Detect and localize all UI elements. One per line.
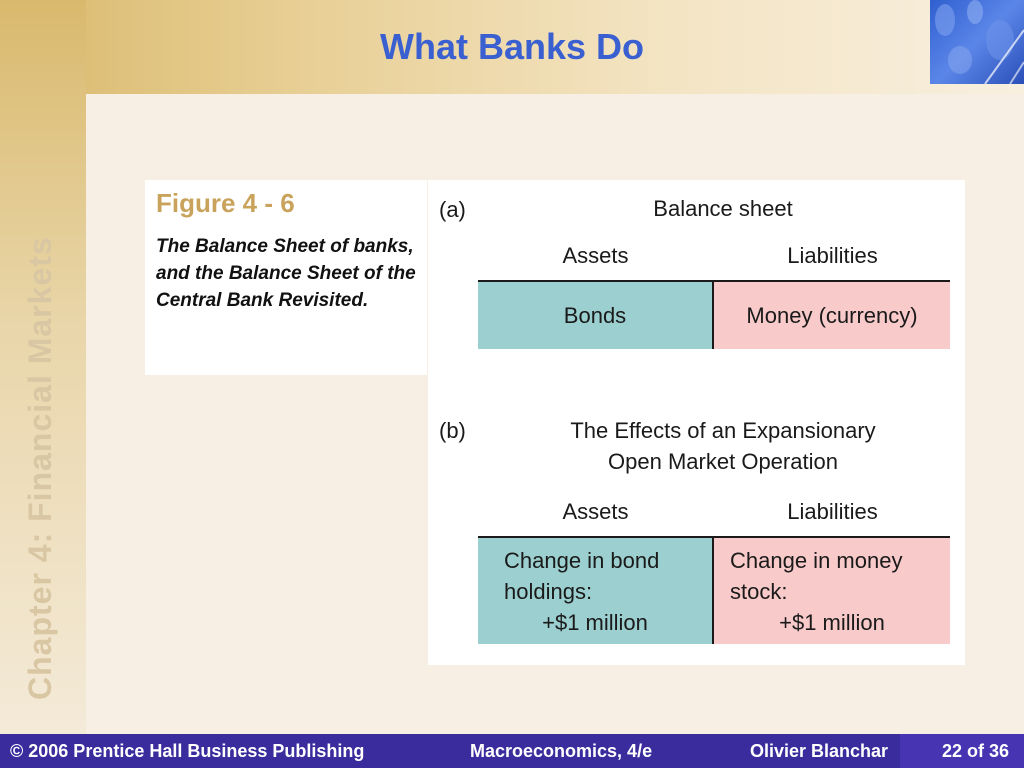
panel-b-assets-line1: Change in bond xyxy=(504,547,660,573)
panel-b-assets-line3: +$1 million xyxy=(542,609,648,635)
panel-b-liabilities-cell: Change in money stock: +$1 million xyxy=(714,538,950,644)
footer-page-number: 22 of 36 xyxy=(942,741,1010,761)
panel-a-liabilities-text: Money (currency) xyxy=(746,303,918,328)
panel-a-assets-cell: Bonds xyxy=(478,282,712,349)
footer-page-box: 22 of 36 xyxy=(900,734,1024,768)
panel-b-divider xyxy=(712,538,714,644)
panel-a-letter: (a) xyxy=(439,197,466,222)
panel-a-heading: Balance sheet xyxy=(653,196,793,221)
figure-caption-box: Figure 4 - 6 The Balance Sheet of banks,… xyxy=(145,180,427,375)
panel-b-liabilities-line3: +$1 million xyxy=(779,609,885,635)
panel-a-liabilities-cell: Money (currency) xyxy=(714,282,950,349)
panel-b-assets-header: Assets xyxy=(562,499,629,524)
header-band xyxy=(0,0,1024,94)
panel-b-liabilities-header: Liabilities xyxy=(787,499,878,524)
footer-book: Macroeconomics, 4/e xyxy=(470,741,653,761)
panel-b-assets-line2: holdings: xyxy=(504,578,593,604)
panel-b-assets-cell: Change in bond holdings: +$1 million xyxy=(478,538,712,644)
panel-b-top-rule xyxy=(478,536,950,538)
panel-a-assets-header: Assets xyxy=(562,243,629,268)
panel-a-divider xyxy=(712,282,714,349)
footer-author: Olivier Blanchar xyxy=(750,741,889,761)
slide-title: What Banks Do xyxy=(379,26,645,67)
chapter-side-title: Chapter 4: Financial Markets xyxy=(22,236,58,700)
footer-publisher: © 2006 Prentice Hall Business Publishing xyxy=(10,741,365,761)
slide-footer: © 2006 Prentice Hall Business Publishing… xyxy=(0,734,1024,768)
panel-b-liabilities-line2: stock: xyxy=(730,578,788,604)
panel-b-liabilities-line1: Change in money xyxy=(730,547,903,573)
panel-b-heading: The Effects of an Expansionary Open Mark… xyxy=(508,415,938,477)
side-band xyxy=(0,0,86,734)
panel-b-heading-line2: Open Market Operation xyxy=(608,449,838,474)
balance-sheet-figure: (a) Balance sheet Assets Liabilities Bon… xyxy=(428,180,965,665)
corner-decoration-icon xyxy=(930,0,1024,84)
panel-b-letter: (b) xyxy=(439,418,466,443)
panel-a-liabilities-header: Liabilities xyxy=(787,243,878,268)
figure-caption: The Balance Sheet of banks, and the Bala… xyxy=(156,236,416,311)
panel-a-top-rule xyxy=(478,280,950,282)
figure-label: Figure 4 - 6 xyxy=(156,188,295,218)
panel-a-assets-text: Bonds xyxy=(563,303,627,328)
panel-b-heading-line1: The Effects of an Expansionary xyxy=(570,418,876,443)
